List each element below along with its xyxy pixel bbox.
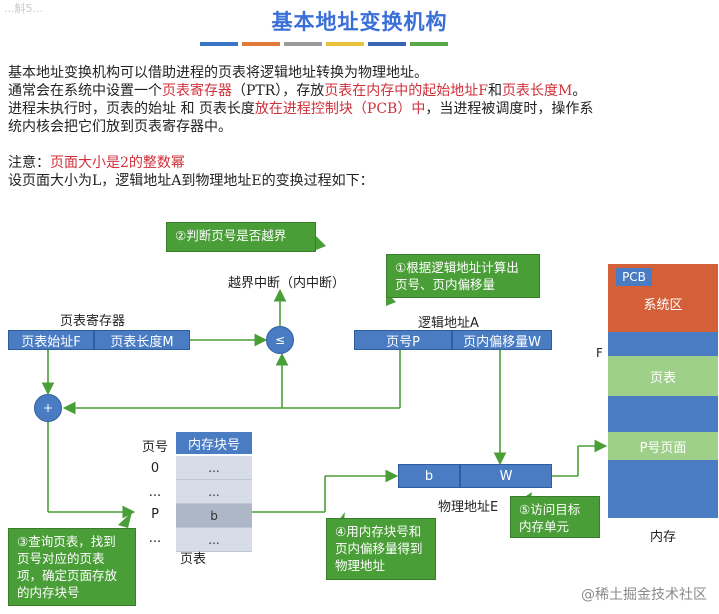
table-head-block: 内存块号 (176, 432, 252, 454)
logical-page-number: 页号P (354, 330, 452, 350)
memory-page-table: 页表 (608, 356, 718, 396)
table-row-block: ... (176, 456, 252, 480)
table-row-block: b (176, 504, 252, 528)
memory-segment (608, 332, 718, 356)
memory-segment (608, 396, 718, 432)
overflow-interrupt-label: 越界中断（内中断） (228, 276, 346, 291)
ptr-start-address: 页表始址F (8, 330, 94, 350)
diagram-area: ②判断页号是否越界 越界中断（内中断） ①根据逻辑地址计算出页号、页内偏移量 页… (0, 210, 719, 614)
corner-watermark: ...斛5... (4, 2, 43, 15)
memory-pcb: PCB (616, 268, 652, 286)
logical-page-offset: 页内偏移量W (452, 330, 552, 350)
callout-step-4: ④用内存块号和页内偏移量得到物理地址 (326, 518, 436, 580)
page-title: 基本地址变换机构 (271, 9, 448, 34)
note-line: 注意：页面大小是2的整数幂 (8, 155, 185, 171)
intro-line-3: 进程未执行时，页表的始址 和 页表长度放在进程控制块（PCB）中，当进程被调度时… (8, 101, 594, 117)
callout-step-5: ⑤访问目标内存单元 (510, 496, 600, 538)
adder-operator: + (34, 394, 62, 422)
table-row-page: ... (148, 531, 162, 546)
memory-label: 内存 (650, 530, 677, 545)
intro-line-4: 统内核会把它们放到页表寄存器中。 (8, 119, 232, 135)
logical-address-label: 逻辑地址A (418, 316, 479, 331)
memory-segment (608, 460, 718, 518)
memory-f-marker: F (596, 346, 603, 360)
ptr-label: 页表寄存器 (60, 314, 126, 329)
table-row-page: ... (148, 485, 162, 500)
callout-step-1: ①根据逻辑地址计算出页号、页内偏移量 (386, 254, 540, 298)
intro-line-1: 基本地址变换机构可以借助进程的页表将逻辑地址转换为物理地址。 (8, 65, 428, 81)
ptr-length: 页表长度M (94, 330, 190, 350)
intro-line-6: 设页面大小为L，逻辑地址A到物理地址E的变换过程如下： (8, 173, 374, 189)
title-color-bars (200, 42, 448, 46)
memory-system-label: 系统区 (643, 297, 683, 313)
table-row-block: ... (176, 480, 252, 504)
page-table-label: 页表 (180, 552, 207, 567)
table-row-block: ... (176, 528, 252, 552)
compare-operator: ≤ (266, 326, 294, 354)
intro-line-2: 通常会在系统中设置一个页表寄存器（PTR），存放页表在内存中的起始地址F和页表长… (8, 83, 587, 99)
physical-address-label: 物理地址E (438, 500, 499, 515)
callout-step-3: ③查询页表，找到页号对应的页表项，确定页面存放的内存块号 (8, 528, 136, 606)
physical-block-number: b (398, 464, 460, 488)
callout-step-2: ②判断页号是否越界 (166, 222, 316, 252)
memory-target-page: P号页面 (608, 432, 718, 460)
physical-offset: W (460, 464, 552, 488)
table-row-page: 0 (150, 461, 160, 476)
intro-text: 基本地址变换机构可以借助进程的页表将逻辑地址转换为物理地址。 通常会在系统中设置… (8, 64, 712, 190)
watermark: @稀土掘金技术社区 (581, 587, 707, 603)
table-head-page: 页号 (142, 440, 169, 455)
table-row-page: P (151, 507, 159, 522)
